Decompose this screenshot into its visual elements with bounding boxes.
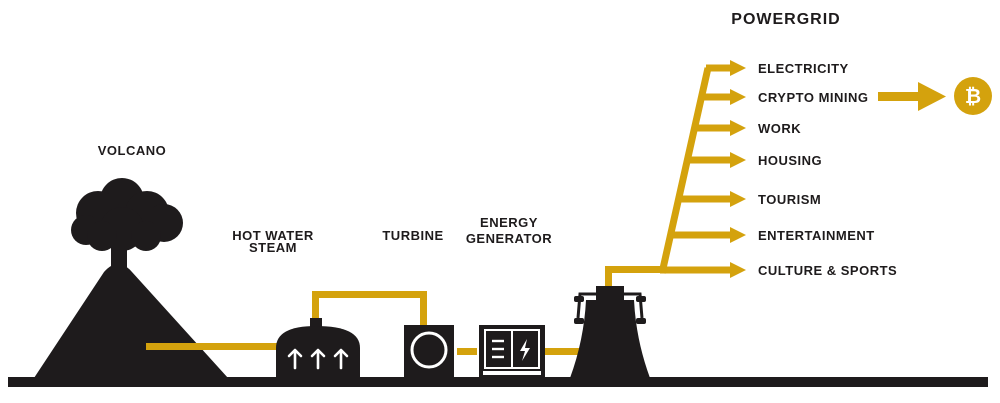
output-label: HOUSING bbox=[758, 153, 822, 168]
svg-text:₿: ₿ bbox=[965, 84, 981, 108]
turbine-label: TURBINE bbox=[382, 228, 443, 243]
volcano-icon bbox=[34, 178, 228, 378]
powergrid-title: POWERGRID bbox=[731, 11, 840, 28]
pipe-tank-bridge bbox=[312, 291, 427, 298]
ground-line bbox=[8, 377, 988, 387]
branch-line bbox=[660, 266, 730, 274]
branch-arrow-head bbox=[730, 60, 746, 76]
generator-icon bbox=[479, 325, 545, 378]
branch-line bbox=[685, 156, 730, 164]
arrow-head-bitcoin bbox=[918, 82, 946, 111]
pipe-tank-riser bbox=[312, 291, 319, 325]
pipe-pylon-horizontal bbox=[605, 266, 662, 273]
bitcoin-icon: ₿ bbox=[954, 77, 992, 115]
branch-line bbox=[667, 231, 730, 239]
pipe-turbine-generator bbox=[457, 348, 477, 355]
output-label: CRYPTO MINING bbox=[758, 90, 869, 105]
branch-arrow-head bbox=[730, 89, 746, 105]
branch-line bbox=[692, 124, 730, 132]
turbine-icon bbox=[404, 325, 454, 378]
power-pylon-icon bbox=[570, 286, 650, 378]
branch-trunk bbox=[658, 67, 712, 274]
generator-label-line1: ENERGY bbox=[480, 215, 538, 230]
pipe-generator-pylon bbox=[545, 348, 582, 355]
branch-arrow-head bbox=[730, 262, 746, 278]
branch-arrow-head bbox=[730, 152, 746, 168]
branch-arrow-head bbox=[730, 227, 746, 243]
output-label: TOURISM bbox=[758, 192, 821, 207]
pipe-crypto-bitcoin bbox=[878, 92, 920, 101]
branch-line bbox=[706, 64, 730, 72]
power-branches bbox=[658, 60, 746, 278]
branch-line bbox=[699, 93, 730, 101]
output-label: WORK bbox=[758, 121, 801, 136]
output-label: CULTURE & SPORTS bbox=[758, 263, 897, 278]
branch-arrow-head bbox=[730, 120, 746, 136]
pipes bbox=[146, 82, 946, 355]
steam-tank-icon bbox=[276, 318, 360, 378]
branch-line bbox=[676, 195, 730, 203]
hot-water-label-line2: STEAM bbox=[249, 240, 297, 255]
hot-water-label-line1: HOT WATER bbox=[232, 228, 314, 243]
pipe-pylon-riser bbox=[605, 266, 612, 286]
output-label: ELECTRICITY bbox=[758, 61, 849, 76]
output-label: ENTERTAINMENT bbox=[758, 228, 875, 243]
volcano-label: VOLCANO bbox=[98, 143, 167, 158]
branch-arrow-head bbox=[730, 191, 746, 207]
pipe-turbine-drop bbox=[420, 291, 427, 327]
output-labels: ELECTRICITY CRYPTO MINING WORK HOUSING TOURI… bbox=[758, 61, 897, 278]
pipe-volcano-core bbox=[146, 343, 226, 350]
generator-label-line2: GENERATOR bbox=[466, 231, 552, 246]
